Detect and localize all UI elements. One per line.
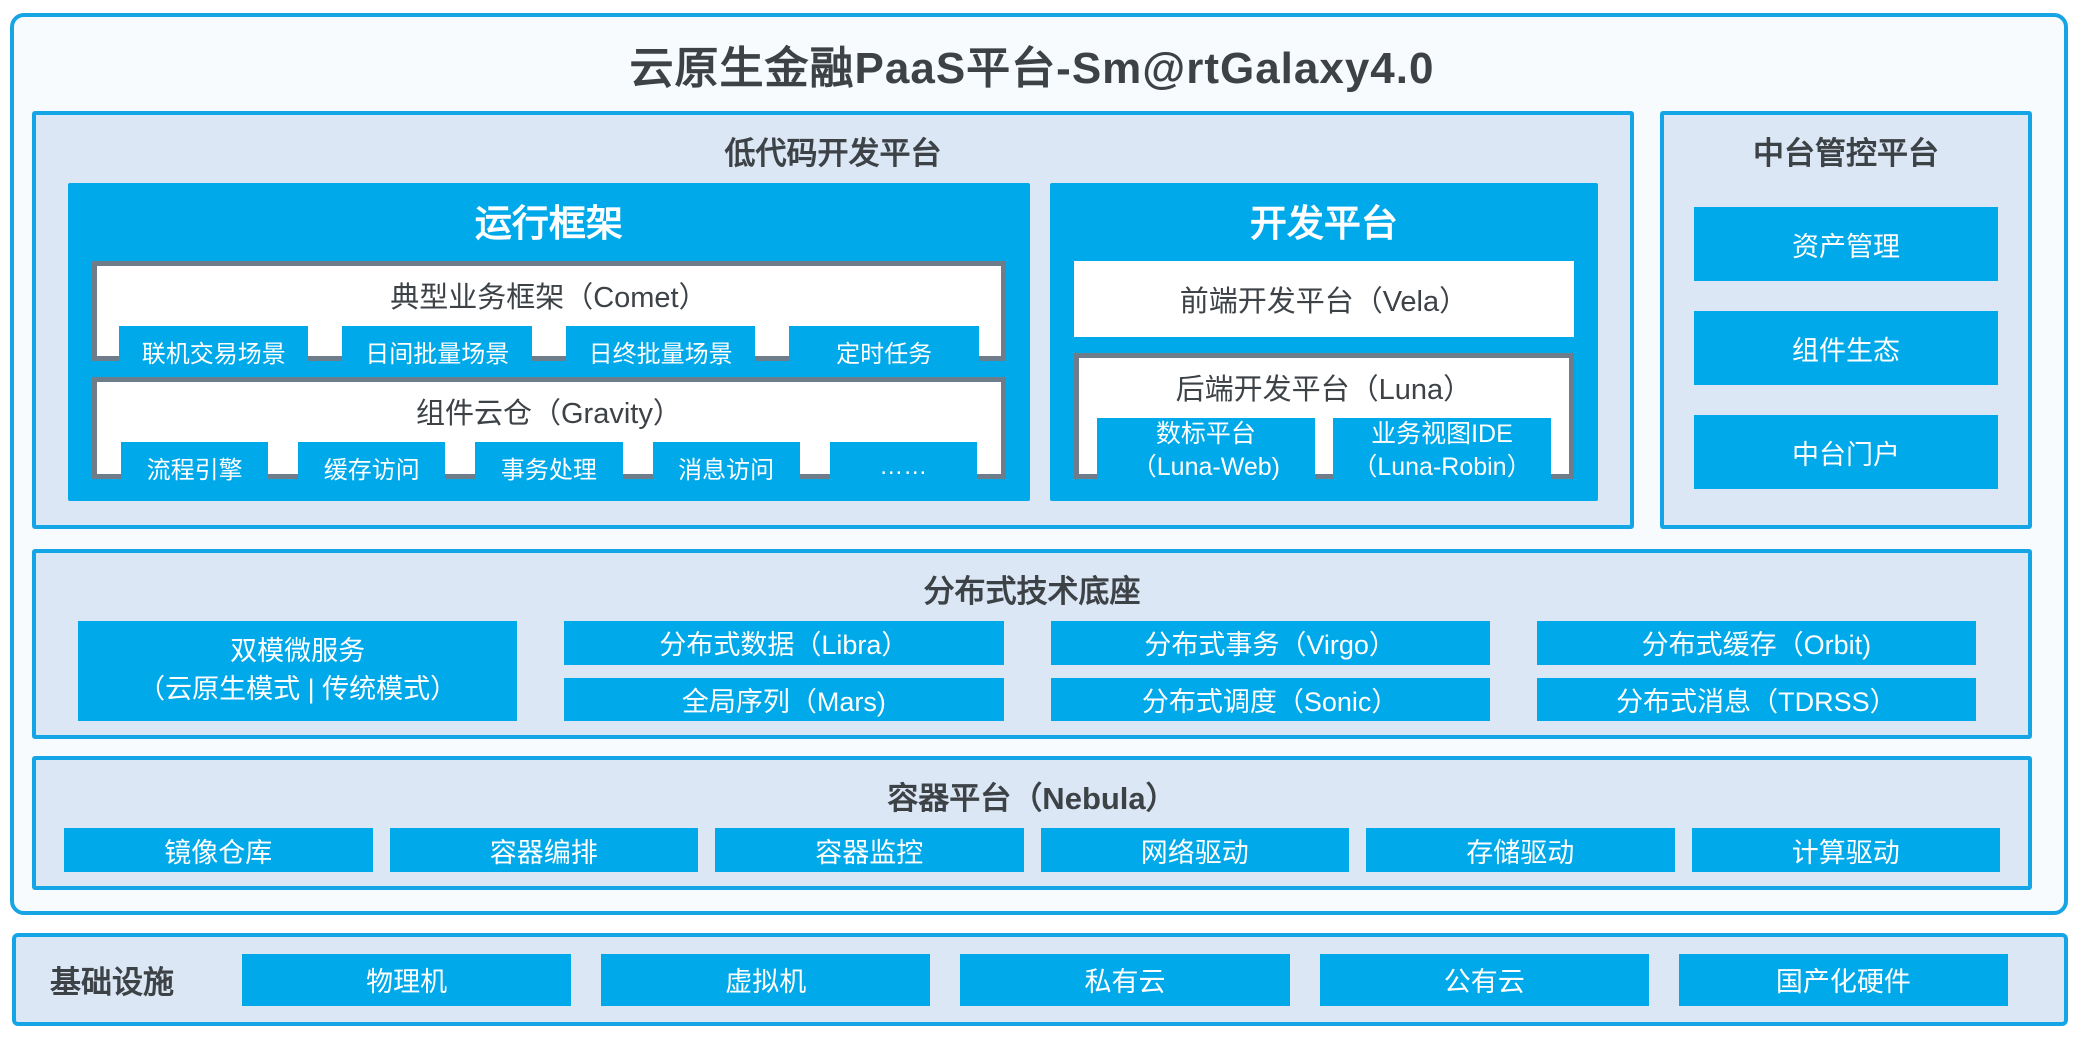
runtime-framework-title: 运行框架 — [474, 203, 623, 244]
gravity-item-process-engine: 流程引擎 — [121, 442, 269, 493]
distributed-item-sonic: 分布式调度（Sonic） — [1050, 677, 1490, 721]
luna-backend-title: 后端开发平台（Luna） — [1175, 374, 1473, 406]
distributed-base-heading: 分布式技术底座 — [923, 574, 1141, 609]
comet-items: 联机交易场景 日间批量场景 日终批量场景 定时任务 — [97, 326, 1001, 390]
dev-platform-title: 开发平台 — [1249, 203, 1398, 244]
container-platform-heading: 容器平台（Nebula） — [887, 781, 1177, 816]
gravity-item-message-access: 消息访问 — [652, 442, 800, 493]
mid-item-portal: 中台门户 — [1694, 415, 1998, 489]
container-platform-panel: 容器平台（Nebula） 镜像仓库 容器编排 容器监控 网络驱动 存储驱动 计算… — [32, 756, 2032, 890]
mid-item-asset-management: 资产管理 — [1694, 207, 1998, 281]
gravity-repo-title: 组件云仓（Gravity） — [416, 398, 682, 431]
infrastructure-items: 物理机 虚拟机 私有云 公有云 国产化硬件 — [242, 953, 2009, 1006]
lowcode-platform-heading: 低代码开发平台 — [724, 136, 942, 171]
container-item-monitoring: 容器监控 — [715, 828, 1024, 872]
infra-item-virtual-machine: 虚拟机 — [601, 953, 931, 1006]
container-platform-items: 镜像仓库 容器编排 容器监控 网络驱动 存储驱动 计算驱动 — [36, 828, 2028, 886]
distributed-col-2: 分布式数据（Libra） 全局序列（Mars) — [564, 621, 1004, 721]
gravity-item-ellipsis: …… — [829, 442, 977, 493]
main-title: 云原生金融PaaS平台-Sm@rtGalaxy4.0 — [629, 44, 1435, 93]
infra-item-private-cloud: 私有云 — [960, 953, 1290, 1006]
distributed-col-3: 分布式事务（Virgo） 分布式调度（Sonic） — [1050, 621, 1490, 721]
container-item-orchestration: 容器编排 — [389, 828, 698, 872]
distributed-col-1: 双模微服务 （云原生模式 | 传统模式） — [78, 621, 518, 721]
runtime-framework-panel: 运行框架 典型业务框架（Comet） 联机交易场景 日间批量场景 日终批量场景 … — [68, 183, 1030, 501]
luna-items: 数标平台 （Luna-Web) 业务视图IDE （Luna-Robin） — [1079, 418, 1569, 499]
distributed-item-mars: 全局序列（Mars) — [564, 677, 1004, 721]
infrastructure-label: 基础设施 — [50, 965, 174, 1000]
comet-item-eod-batch: 日终批量场景 — [565, 326, 756, 376]
gravity-items: 流程引擎 缓存访问 事务处理 消息访问 …… — [97, 442, 1001, 508]
mid-item-component-ecosystem: 组件生态 — [1694, 311, 1998, 385]
vela-frontend-box: 前端开发平台（Vela） — [1073, 261, 1574, 337]
distributed-item-virgo: 分布式事务（Virgo） — [1050, 621, 1490, 665]
container-item-image-registry: 镜像仓库 — [64, 828, 373, 872]
luna-robin-name: 业务视图IDE — [1371, 420, 1513, 448]
distributed-item-libra: 分布式数据（Libra） — [564, 621, 1004, 665]
luna-web-name: 数标平台 — [1155, 420, 1256, 448]
mid-platform-panel: 中台管控平台 资产管理 组件生态 中台门户 — [1660, 111, 2032, 529]
container-item-network-driver: 网络驱动 — [1040, 828, 1349, 872]
distributed-item-tdrss: 分布式消息（TDRSS） — [1536, 677, 1976, 721]
mid-platform-items: 资产管理 组件生态 中台门户 — [1664, 183, 2028, 489]
comet-item-online-trade: 联机交易场景 — [119, 326, 309, 376]
lowcode-platform-panel: 低代码开发平台 运行框架 典型业务框架（Comet） 联机交易场景 日间批量场景… — [32, 111, 1634, 529]
container-item-compute-driver: 计算驱动 — [1691, 828, 2000, 872]
gravity-item-cache-access: 缓存访问 — [298, 442, 446, 493]
container-item-storage-driver: 存储驱动 — [1366, 828, 1675, 872]
dual-mode-name: 双模微服务 — [230, 636, 366, 667]
infra-item-physical-machine: 物理机 — [242, 953, 572, 1006]
comet-framework-box: 典型业务框架（Comet） 联机交易场景 日间批量场景 日终批量场景 定时任务 — [92, 261, 1006, 376]
mid-platform-heading: 中台管控平台 — [1753, 136, 1939, 171]
row-top: 低代码开发平台 运行框架 典型业务框架（Comet） 联机交易场景 日间批量场景… — [32, 111, 2032, 529]
lowcode-platform-body: 运行框架 典型业务框架（Comet） 联机交易场景 日间批量场景 日终批量场景 … — [36, 183, 1630, 525]
dual-mode-modes: （云原生模式 | 传统模式） — [138, 674, 458, 704]
distributed-base-body: 双模微服务 （云原生模式 | 传统模式） 分布式数据（Libra） 全局序列（M… — [36, 621, 2028, 735]
distributed-item-orbit: 分布式缓存（Orbit) — [1536, 621, 1976, 665]
gravity-repo-box: 组件云仓（Gravity） 流程引擎 缓存访问 事务处理 消息访问 …… — [92, 377, 1006, 493]
comet-item-daytime-batch: 日间批量场景 — [342, 326, 532, 376]
runtime-framework-stack: 典型业务框架（Comet） 联机交易场景 日间批量场景 日终批量场景 定时任务 … — [92, 261, 1006, 493]
distributed-col-4: 分布式缓存（Orbit) 分布式消息（TDRSS） — [1536, 621, 1976, 721]
gravity-item-transaction: 事务处理 — [475, 442, 623, 493]
luna-robin-code: （Luna-Robin） — [1352, 452, 1532, 481]
luna-web-code: （Luna-Web) — [1131, 452, 1280, 481]
dev-platform-panel: 开发平台 前端开发平台（Vela） 后端开发平台（Luna） 数标平台 （Lun… — [1049, 183, 1598, 501]
infrastructure-bar: 基础设施 物理机 虚拟机 私有云 公有云 国产化硬件 — [12, 933, 2068, 1026]
architecture-diagram: 云原生金融PaaS平台-Sm@rtGalaxy4.0 低代码开发平台 运行框架 … — [10, 13, 2068, 915]
comet-item-scheduled-task: 定时任务 — [789, 326, 979, 376]
infra-item-domestic-hardware: 国产化硬件 — [1678, 953, 2009, 1006]
dual-mode-microservice-box: 双模微服务 （云原生模式 | 传统模式） — [78, 621, 518, 721]
infra-item-public-cloud: 公有云 — [1319, 953, 1649, 1006]
comet-framework-title: 典型业务框架（Comet） — [390, 282, 708, 314]
luna-backend-box: 后端开发平台（Luna） 数标平台 （Luna-Web) 业务视图IDE （Lu… — [1073, 353, 1574, 483]
luna-web-chip: 数标平台 （Luna-Web) — [1096, 418, 1315, 483]
distributed-base-panel: 分布式技术底座 双模微服务 （云原生模式 | 传统模式） 分布式数据（Libra… — [32, 549, 2032, 739]
luna-robin-chip: 业务视图IDE （Luna-Robin） — [1332, 418, 1551, 483]
